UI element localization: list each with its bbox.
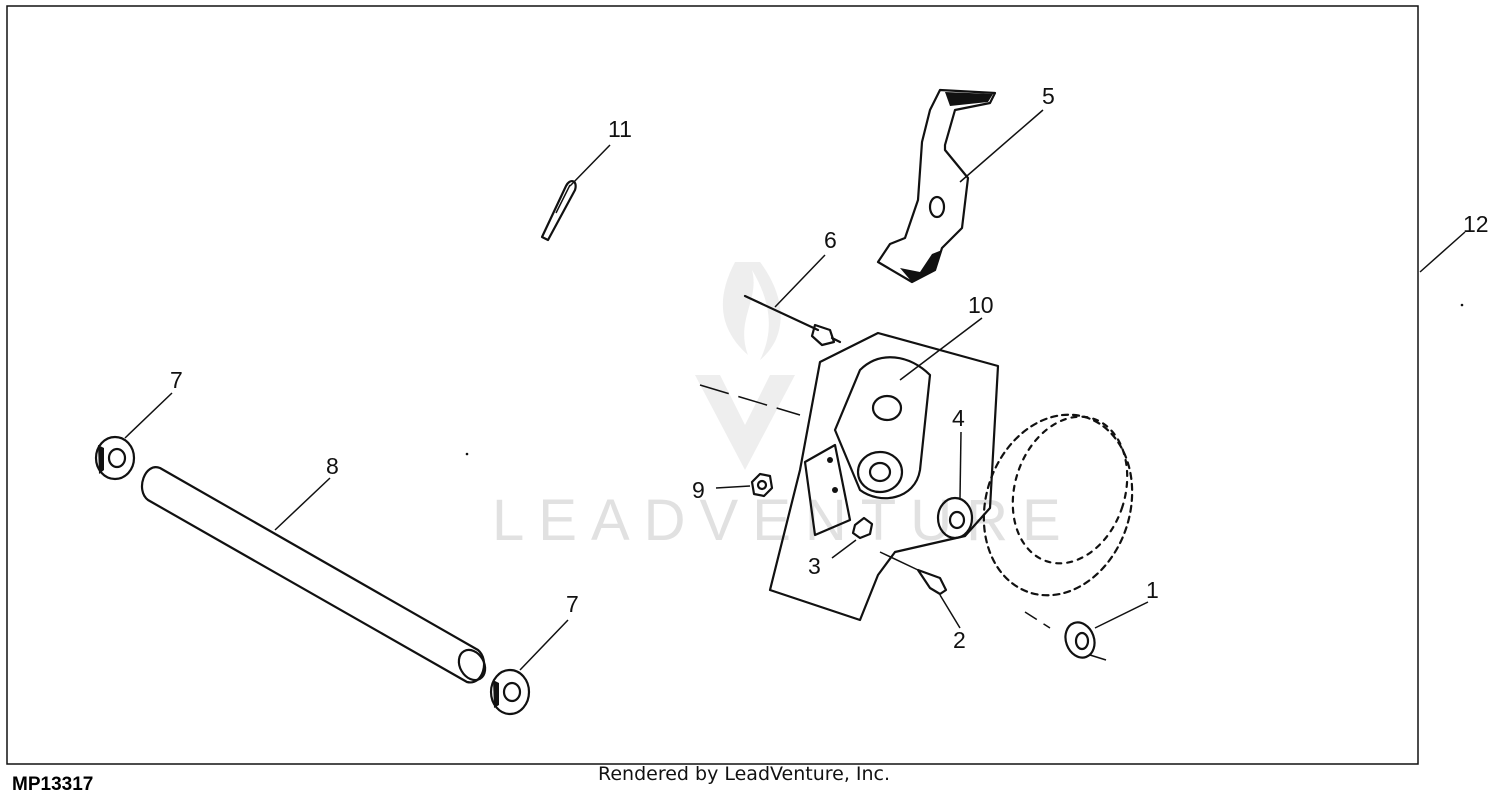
callout-5: 5 [1042, 83, 1055, 109]
part-3-nut [851, 516, 874, 540]
callout-7b: 7 [566, 591, 579, 617]
leader-10 [899, 317, 983, 381]
callout-7a: 7 [170, 367, 183, 393]
assembly-frame [6, 5, 1419, 765]
callout-3: 3 [808, 553, 821, 579]
part-7-bushing-right [489, 668, 531, 716]
part-8-shaft [141, 466, 487, 684]
callout-8: 8 [326, 453, 339, 479]
callout-2: 2 [953, 627, 966, 653]
leader-8 [274, 477, 331, 531]
figure-id: MP13317 [12, 774, 94, 795]
part-4-spacer [936, 496, 974, 540]
callout-10: 10 [968, 292, 994, 318]
part-10-idler-arm [803, 356, 932, 537]
callout-9: 9 [692, 477, 705, 503]
part-6-pin [743, 294, 842, 347]
centerline-2 [1024, 611, 1051, 629]
part-1-washer [1064, 621, 1107, 661]
callout-4: 4 [952, 405, 965, 431]
callout-6: 6 [824, 227, 837, 253]
centerline [699, 384, 801, 416]
leader-6 [774, 254, 826, 308]
leader-12 [1419, 231, 1466, 273]
leader-11 [569, 144, 611, 187]
leader-3 [831, 539, 857, 559]
speck [1460, 303, 1464, 307]
leader-2 [939, 594, 961, 629]
leader-1 [1094, 601, 1149, 629]
part-11-cotter-pin [540, 180, 577, 242]
callout-12: 12 [1463, 211, 1489, 237]
mounting-plate [768, 331, 1000, 622]
callout-1: 1 [1146, 577, 1159, 603]
pulley-reference [982, 413, 1134, 597]
speck [465, 452, 469, 456]
leader-5 [959, 109, 1044, 183]
leader-7b [519, 619, 569, 671]
watermark-text: LEADVENTURE [492, 488, 1075, 553]
leader-4 [959, 431, 962, 499]
leader-9 [715, 485, 751, 489]
watermark-logo [695, 262, 795, 470]
credit-text: Rendered by LeadVenture, Inc. [598, 763, 891, 785]
part-9-nut [750, 472, 774, 498]
part-5-bracket [876, 88, 997, 284]
part-2-bolt [879, 551, 948, 596]
callout-11: 11 [608, 116, 632, 142]
leader-7a [124, 392, 173, 439]
part-7-bushing-left [94, 435, 136, 481]
